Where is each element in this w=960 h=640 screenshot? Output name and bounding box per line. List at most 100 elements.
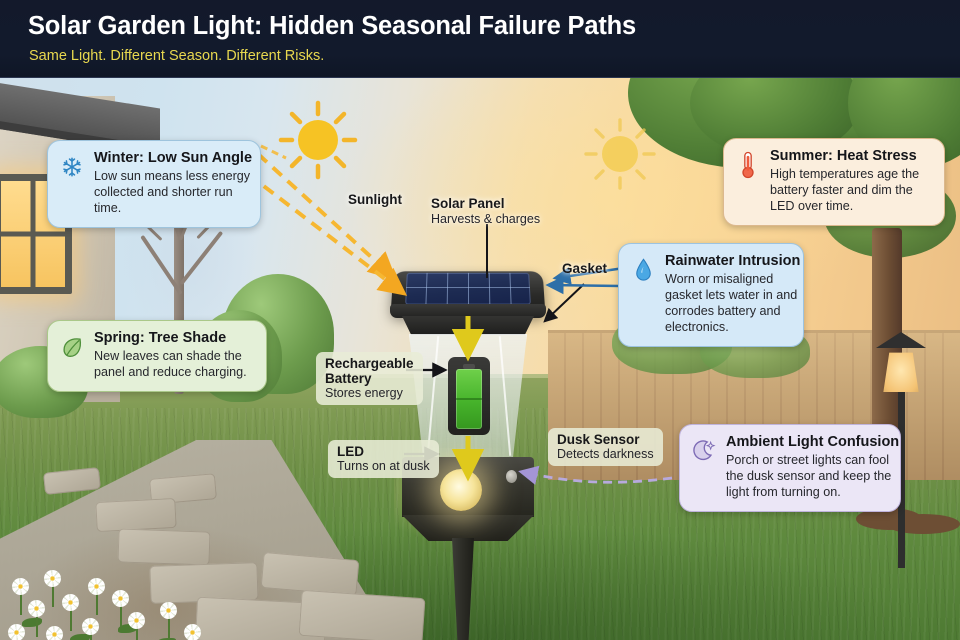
callout-rainwater[interactable]: Rainwater Intrusion Worn or misaligned g… <box>618 243 804 347</box>
callout-summer-body: High temperatures age the battery faster… <box>770 167 920 213</box>
solar-panel-title: Solar Panel <box>431 196 505 211</box>
callout-spring-title: Spring: Tree Shade <box>94 330 227 346</box>
callout-spring-body: New leaves can shade the panel and reduc… <box>94 349 247 379</box>
daisy-stem <box>95 593 98 616</box>
daisy-petals <box>28 600 45 617</box>
battery-subtitle: Stores energy <box>325 386 403 400</box>
gasket-label-text: Gasket <box>562 261 608 276</box>
led-title: LED <box>337 444 364 459</box>
daisy-petals <box>128 612 145 629</box>
daisy-petals <box>62 594 79 611</box>
daisy-petals <box>160 602 177 619</box>
daisy-flower <box>46 626 63 640</box>
callout-ambient-text: Ambient Light Confusion Porch or street … <box>726 434 899 501</box>
moon-sparkle-icon <box>691 436 717 466</box>
dusk-sensor-subtitle: Detects darkness <box>557 447 654 461</box>
daisy-stem <box>119 605 122 628</box>
window-mullion <box>1 231 65 237</box>
daisy-stem <box>19 593 22 616</box>
battery-title-line2: Battery <box>325 371 372 386</box>
panel-rim <box>390 304 546 318</box>
sunlight-label-text: Sunlight <box>348 192 402 207</box>
daisy-petals <box>12 578 29 595</box>
daisy-flower <box>28 600 45 638</box>
illustration-scene <box>0 78 960 640</box>
daisy-petals <box>112 590 129 607</box>
header-bar: Solar Garden Light: Hidden Seasonal Fail… <box>0 0 960 78</box>
daisy-stem <box>69 609 72 632</box>
street-lamp-lantern <box>883 352 919 392</box>
street-lamp-post <box>898 368 905 568</box>
daisy-stem <box>51 585 54 608</box>
daisy-leaf <box>118 624 138 633</box>
daisy-flower <box>62 594 79 632</box>
callout-ambient-light[interactable]: Ambient Light Confusion Porch or street … <box>679 424 901 512</box>
callout-winter[interactable]: Winter: Low Sun Angle Low sun means less… <box>47 140 261 228</box>
battery-band <box>456 398 482 400</box>
callout-rainwater-body: Worn or misaligned gasket lets water in … <box>665 272 798 334</box>
thermometer-icon <box>735 150 761 180</box>
solar-panel-cells <box>405 272 531 305</box>
callout-ambient-body: Porch or street lights can fool the dusk… <box>726 453 892 499</box>
sun-icon-right <box>584 118 656 190</box>
daisy-flower <box>112 590 129 628</box>
panel-cell-divider <box>446 272 449 305</box>
leaf-icon <box>59 332 85 362</box>
panel-cell-divider <box>468 272 470 305</box>
callout-winter-text: Winter: Low Sun Angle Low sun means less… <box>94 150 252 217</box>
panel-cell-divider <box>406 287 530 289</box>
callout-rainwater-title: Rainwater Intrusion <box>665 253 801 269</box>
page-subtitle: Same Light. Different Season. Different … <box>29 48 325 64</box>
callout-rainwater-text: Rainwater Intrusion Worn or misaligned g… <box>665 253 800 336</box>
led-light <box>440 469 482 511</box>
dusk-sensor-title: Dusk Sensor <box>557 432 640 447</box>
battery-terminal <box>463 364 475 369</box>
daisy-leaf <box>22 618 42 627</box>
gasket-label: Gasket <box>562 261 607 276</box>
daisy-stem <box>167 617 170 640</box>
water-drop-icon <box>630 255 656 285</box>
daisy-petals <box>88 578 105 595</box>
callout-winter-title: Winter: Low Sun Angle <box>94 150 253 166</box>
daisy-flower <box>12 578 29 616</box>
callout-summer[interactable]: Summer: Heat Stress High temperatures ag… <box>723 138 945 226</box>
daisy-leaf <box>70 634 90 640</box>
led-subtitle: Turns on at dusk <box>337 459 430 473</box>
daisy-flower <box>128 612 145 640</box>
solar-panel-label: Solar Panel Harvests & charges <box>431 196 540 226</box>
daisy-petals <box>184 624 201 640</box>
daisy-flower <box>82 618 99 640</box>
panel-cell-divider <box>509 272 512 305</box>
callout-winter-body: Low sun means less energy collected and … <box>94 169 251 215</box>
daisy-leaf <box>156 638 176 640</box>
callout-summer-text: Summer: Heat Stress High temperatures ag… <box>770 148 932 215</box>
callout-spring-text: Spring: Tree Shade New leaves can shade … <box>94 330 254 381</box>
rechargeable-battery <box>456 369 482 429</box>
daisy-petals <box>82 618 99 635</box>
sun-icon-left <box>278 100 358 180</box>
daisy-stem <box>135 627 138 640</box>
dusk-sensor-callout-chip: Dusk Sensor Detects darkness <box>548 428 663 466</box>
callout-spring[interactable]: Spring: Tree Shade New leaves can shade … <box>47 320 267 392</box>
daisy-petals <box>8 624 25 640</box>
ground-stake <box>452 538 474 640</box>
daisy-stem <box>35 615 38 638</box>
battery-title-line1: Rechargeable <box>325 356 414 371</box>
daisy-flower <box>160 602 177 640</box>
daisy-petals <box>46 626 63 640</box>
daisy-flower <box>88 578 105 616</box>
sunlight-label: Sunlight <box>348 192 402 207</box>
daisy-flower <box>44 570 61 608</box>
daisy-stem <box>89 633 92 640</box>
callout-summer-title: Summer: Heat Stress <box>770 148 917 164</box>
snowflake-icon <box>59 152 85 182</box>
page-title: Solar Garden Light: Hidden Seasonal Fail… <box>28 12 636 40</box>
daisy-petals <box>44 570 61 587</box>
callout-ambient-title: Ambient Light Confusion <box>726 434 900 450</box>
panel-cell-divider <box>425 272 428 305</box>
dusk-sensor <box>506 470 517 483</box>
lamp-collar <box>402 316 534 335</box>
solar-panel-subtitle: Harvests & charges <box>431 212 541 226</box>
panel-cell-divider <box>488 272 491 305</box>
